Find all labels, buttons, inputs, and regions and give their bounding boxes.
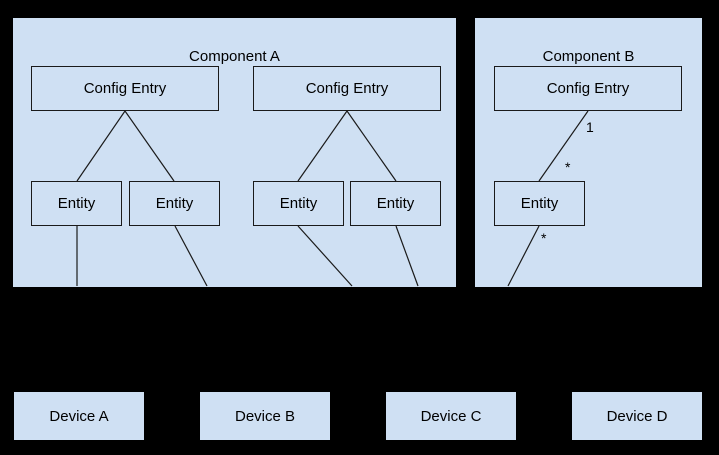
device-a[interactable]: Device A [14, 392, 144, 440]
device-c[interactable]: Device C [386, 392, 516, 440]
component-a-title: Component A [189, 48, 280, 65]
entity-b1-1[interactable]: Entity [494, 181, 585, 226]
entity-a2-1[interactable]: Entity [253, 181, 344, 226]
cardinality-many-entity: * [565, 159, 571, 175]
component-b-container[interactable]: Component B [475, 18, 702, 287]
entity-a1-2[interactable]: Entity [129, 181, 220, 226]
cardinality-many-device: * [541, 230, 547, 246]
entity-a1-1[interactable]: Entity [31, 181, 122, 226]
entity-a2-2[interactable]: Entity [350, 181, 441, 226]
cardinality-one-config-entry: 1 [586, 119, 594, 135]
config-entry-b1[interactable]: Config Entry [494, 66, 682, 111]
component-a-container[interactable]: Component A [13, 18, 456, 287]
device-b[interactable]: Device B [200, 392, 330, 440]
device-d[interactable]: Device D [572, 392, 702, 440]
config-entry-a2[interactable]: Config Entry [253, 66, 441, 111]
config-entry-a1[interactable]: Config Entry [31, 66, 219, 111]
component-b-title: Component B [542, 48, 635, 65]
